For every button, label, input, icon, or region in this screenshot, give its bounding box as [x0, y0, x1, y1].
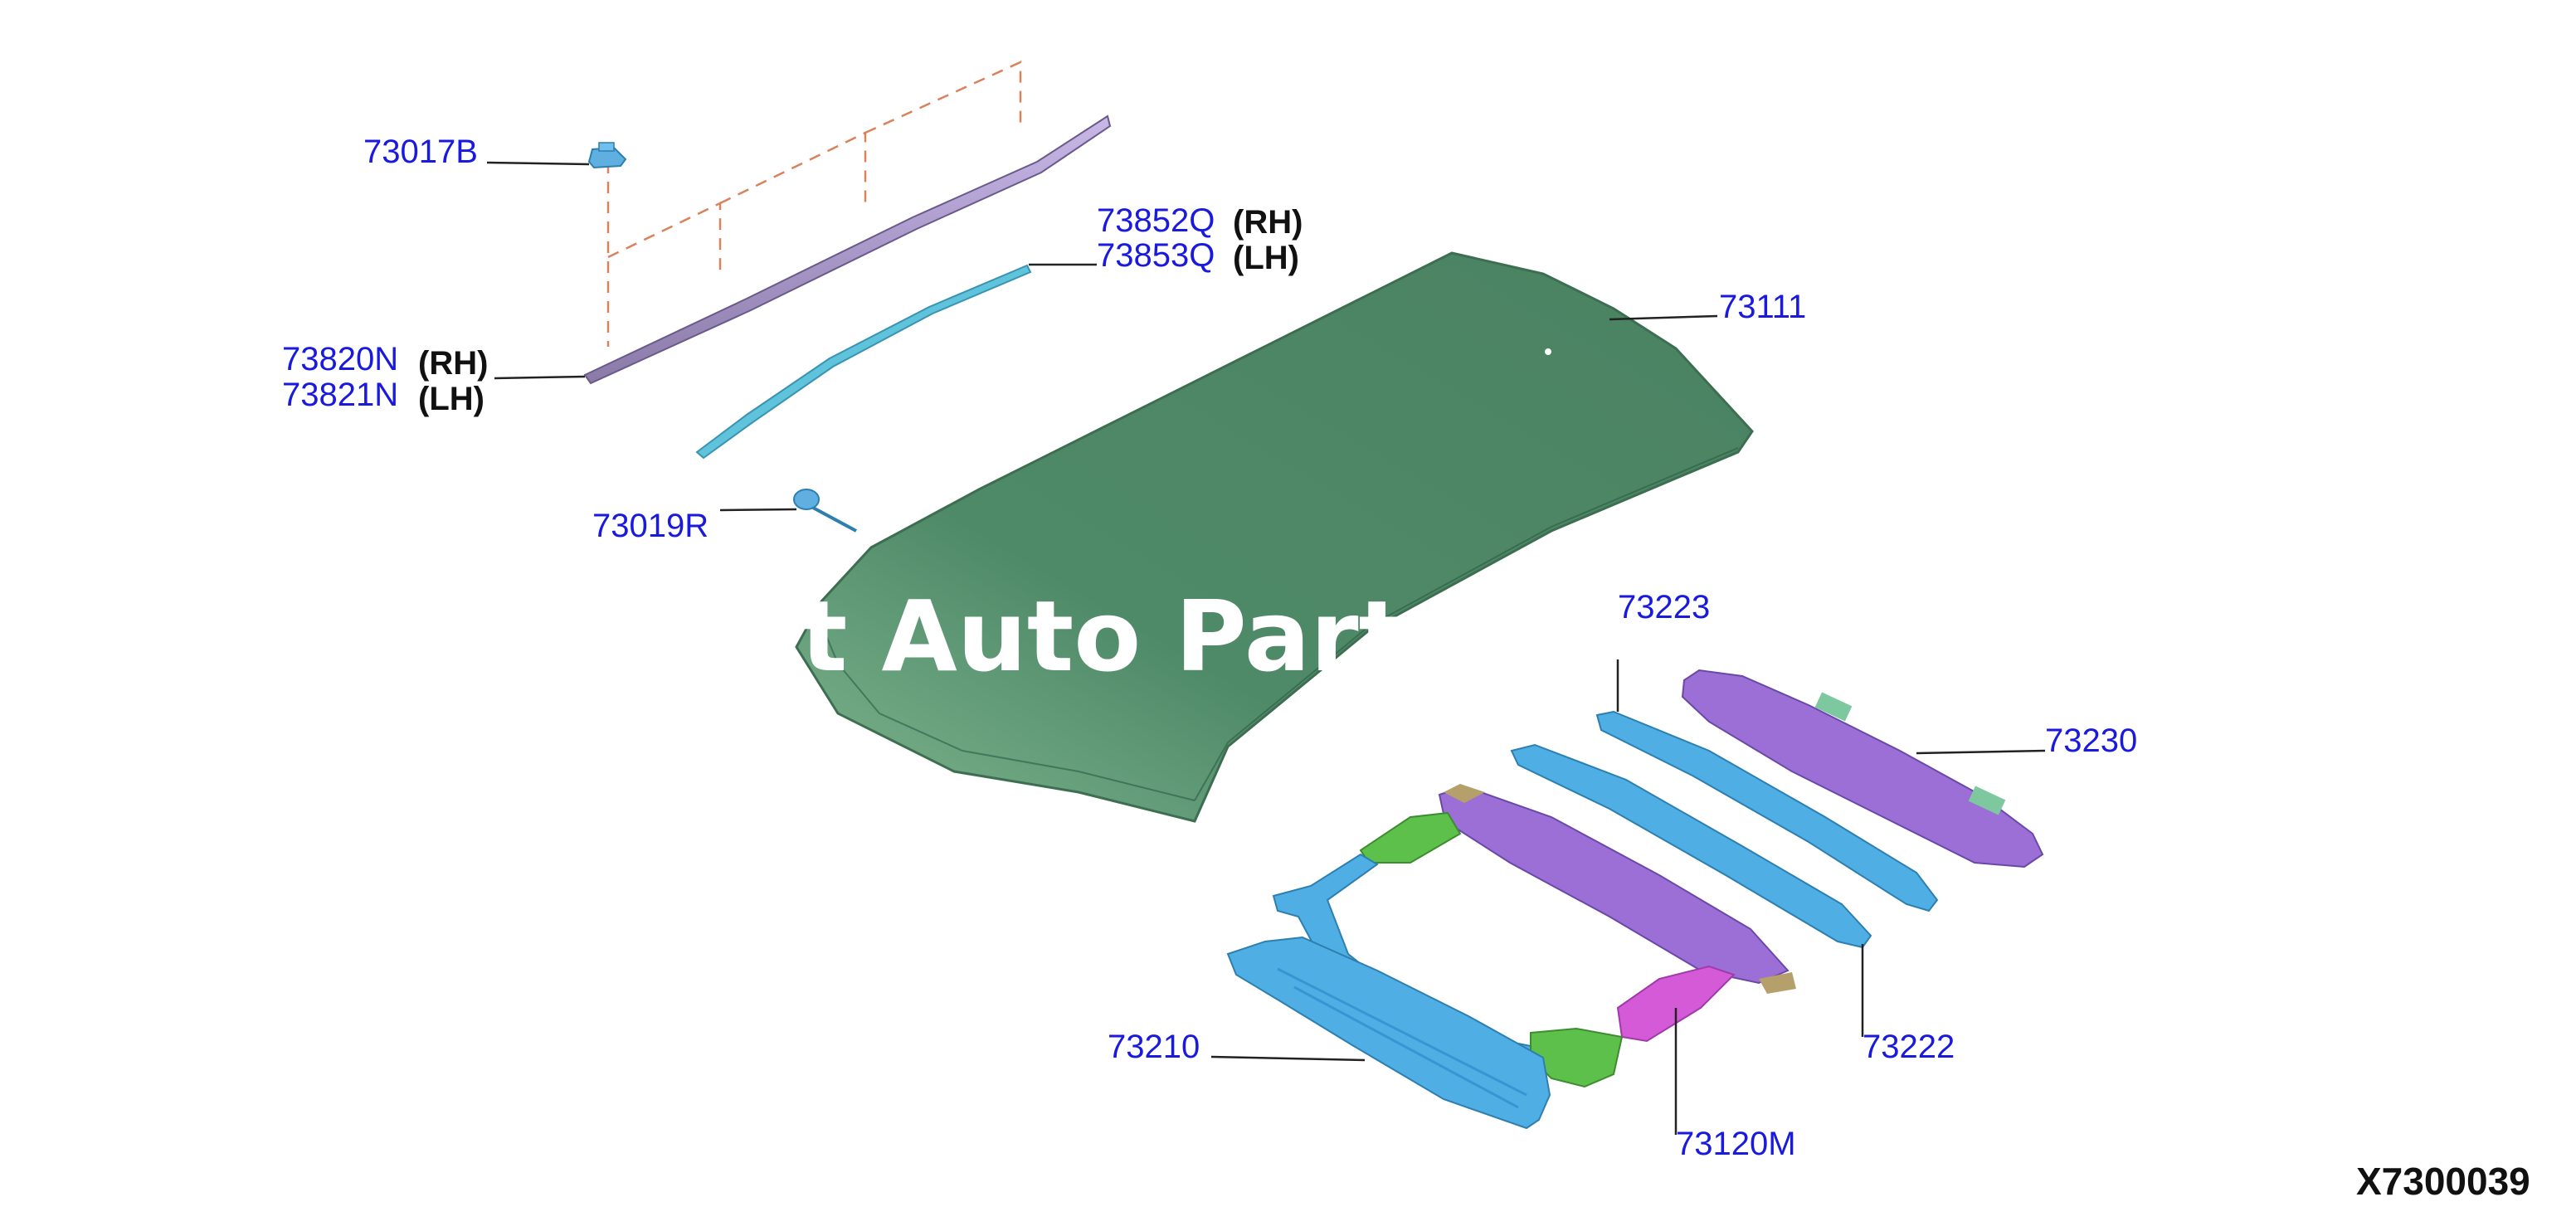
callout-73820N[interactable]: 73820N	[282, 341, 398, 377]
callout-73111[interactable]: 73111	[1719, 289, 1806, 325]
leader-lines	[486, 161, 2046, 1135]
front-roof-rail-73210	[1226, 936, 1551, 1130]
callout-73017B[interactable]: 73017B	[363, 134, 478, 170]
rear-roof-rail-73230	[1681, 669, 2044, 869]
roof-molding-73820N	[583, 114, 1112, 385]
callout-73852Q[interactable]: 73852Q	[1097, 202, 1215, 239]
molding-strip-73852Q	[695, 264, 1032, 460]
roof-panel-73111	[795, 251, 1754, 823]
alignment-dash-lines	[606, 61, 1022, 347]
callout-73821N[interactable]: 73821N	[282, 377, 398, 413]
watermark: t Auto Parts C	[801, 579, 1570, 693]
callout-73120M[interactable]: 73120M	[1676, 1126, 1796, 1162]
callout-73852Q-side: (RH)	[1233, 204, 1303, 241]
pin-clip-icon	[793, 489, 857, 533]
roof-bow-73222	[1510, 743, 1872, 949]
callout-73230[interactable]: 73230	[2045, 723, 2137, 759]
callout-73210[interactable]: 73210	[1108, 1029, 1200, 1065]
callout-73223[interactable]: 73223	[1618, 589, 1710, 625]
roof-bow-73223	[1595, 710, 1939, 912]
callout-73853Q[interactable]: 73853Q	[1097, 237, 1215, 274]
push-clip-icon	[587, 142, 627, 169]
callout-73222[interactable]: 73222	[1863, 1029, 1955, 1065]
diagram-code: X7300039	[2356, 1160, 2530, 1203]
callout-73019R[interactable]: 73019R	[592, 508, 709, 544]
callout-73821N-side: (LH)	[418, 381, 485, 417]
callout-73820N-side: (RH)	[418, 345, 488, 382]
callout-73853Q-side: (LH)	[1233, 240, 1299, 276]
